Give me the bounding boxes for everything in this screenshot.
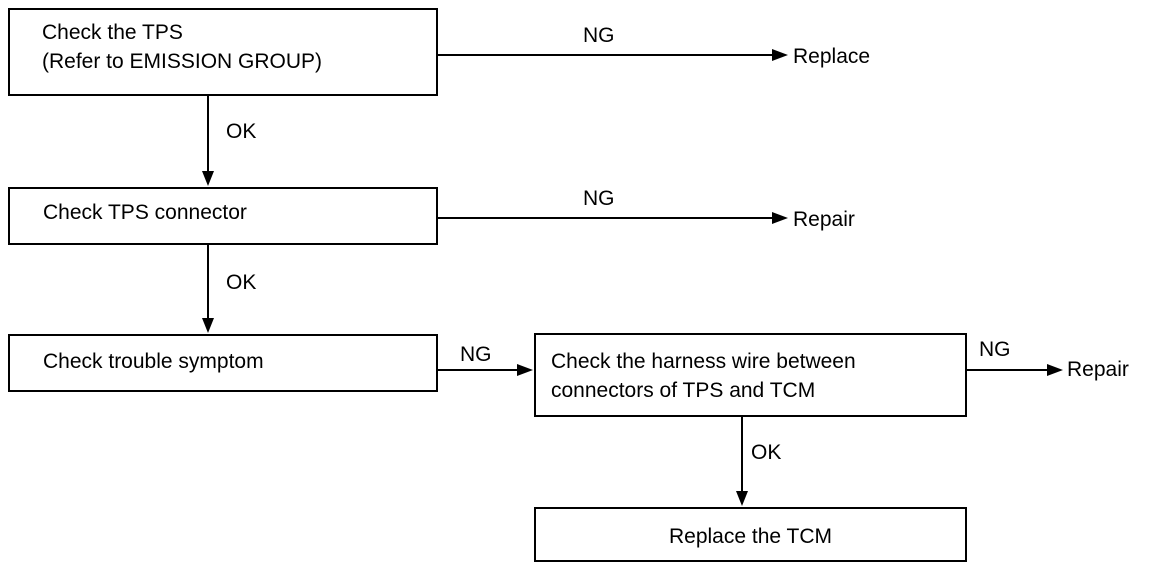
edge-label-ng-4: NG (979, 338, 1011, 361)
step-check-tps-title: Check the TPS (42, 21, 183, 44)
edge-label-ng-3: NG (460, 343, 492, 366)
edge-label-ok-2: OK (226, 271, 257, 294)
step-check-harness-line-2: connectors of TPS and TCM (551, 379, 816, 402)
arrowhead-repair-1 (772, 212, 788, 224)
outcome-replace: Replace (793, 45, 871, 68)
step-replace-tcm: Replace the TCM (534, 507, 967, 562)
arrowhead-repair-2 (1047, 364, 1063, 376)
step-check-harness-wire: Check the harness wire between connector… (534, 333, 967, 417)
outcome-repair-2: Repair (1067, 358, 1129, 381)
step-check-trouble-symptom-label: Check trouble symptom (43, 350, 264, 373)
step-check-tps: Check the TPS (Refer to EMISSION GROUP) (8, 8, 438, 96)
step-check-tps-connector-label: Check TPS connector (43, 201, 247, 224)
edge-label-ng-2: NG (583, 187, 615, 210)
step-check-tps-connector: Check TPS connector (8, 187, 438, 245)
step-check-harness-line-1: Check the harness wire between (551, 350, 856, 373)
step-replace-tcm-label: Replace the TCM (668, 525, 833, 548)
edge-label-ng-1: NG (583, 24, 615, 47)
arrowhead-replace-tcm (736, 491, 748, 506)
outcome-repair-1: Repair (793, 208, 855, 231)
arrowhead-connector (202, 171, 214, 186)
edge-label-ok-1: OK (226, 120, 257, 143)
step-check-tps-reference: (Refer to EMISSION GROUP) (42, 50, 323, 73)
arrowhead-symptom (202, 318, 214, 333)
arrowhead-harness (517, 364, 533, 376)
edge-label-ok-3: OK (751, 441, 782, 464)
step-check-trouble-symptom: Check trouble symptom (8, 334, 438, 392)
arrowhead-replace (772, 49, 788, 61)
